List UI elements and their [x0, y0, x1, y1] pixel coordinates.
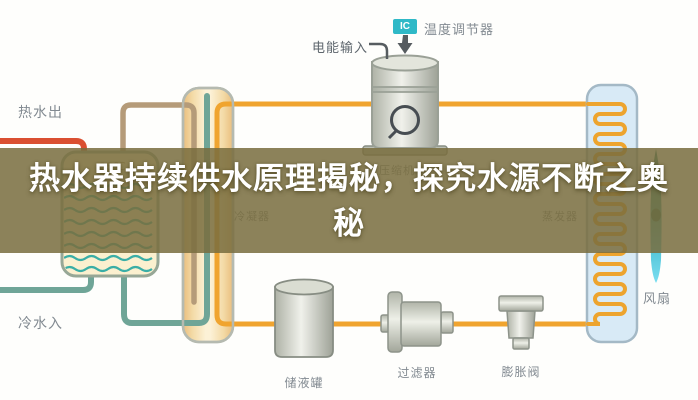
rotation-q-icon [387, 105, 420, 140]
temp-controller-label: 温度调节器 [424, 22, 495, 37]
power-input-label: 电能输入 [312, 40, 369, 55]
fan-label: 风扇 [643, 291, 672, 306]
banner-title-line1: 热水器持续供水原理揭秘，探究水源不断之奥 [29, 160, 669, 196]
cold-water-pipe [0, 93, 210, 326]
hot-water-out-label: 热水出 [18, 104, 63, 120]
expansion-valve-body [498, 295, 544, 350]
tank-loop-pipe [120, 102, 197, 305]
filter-label: 过滤器 [397, 366, 437, 380]
cold-water-in-label: 冷水入 [18, 315, 63, 331]
thermostat-arrow-icon [397, 35, 413, 54]
banner-title-line2: 秘 [333, 205, 365, 241]
expansion-valve-label: 膨胀阀 [501, 365, 541, 379]
power-connector-line [369, 42, 389, 59]
title-banner: 热水器持续供水原理揭秘，探究水源不断之奥 秘 [0, 148, 698, 253]
compressor-body [362, 54, 448, 156]
receiver-tank-body [274, 278, 334, 358]
ic-chip-badge: IC [393, 19, 417, 34]
receiver-tank-label: 储液罐 [284, 376, 324, 390]
filter-body [380, 291, 454, 353]
